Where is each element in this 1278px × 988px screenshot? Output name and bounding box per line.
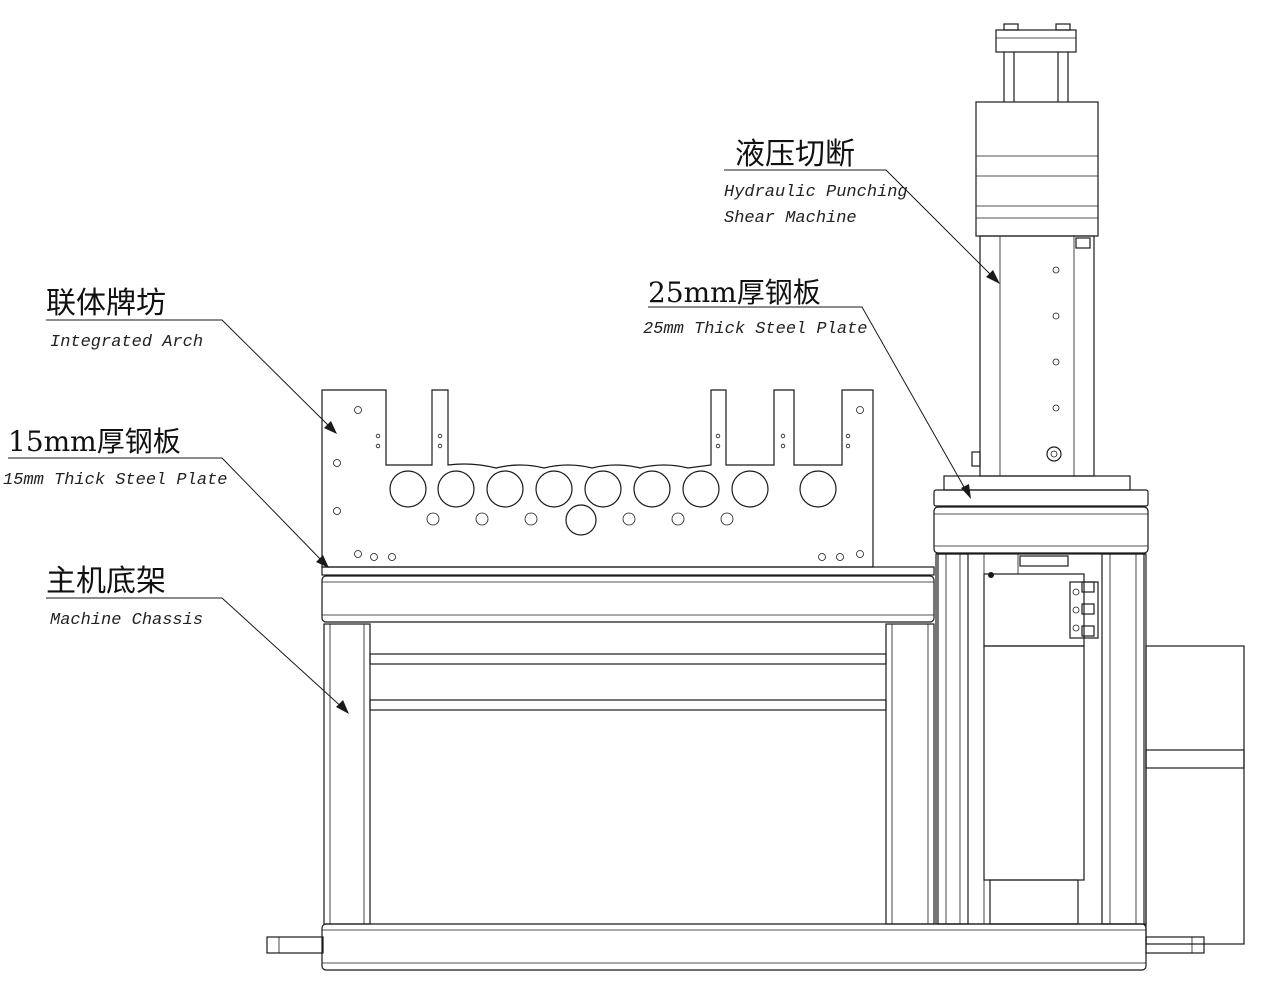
label-arch: 联体牌坊 Integrated Arch — [46, 286, 203, 352]
arch-small-hole — [354, 406, 362, 414]
label-chassis-en: Machine Chassis — [50, 611, 203, 630]
arch-large-hole — [731, 470, 769, 508]
label-hydraulic-en1: Hydraulic Punching — [724, 183, 908, 202]
arch-small-hole — [856, 550, 864, 558]
arch-small-hole — [780, 433, 786, 439]
label-plate15: 15mm厚钢板 15mm Thick Steel Plate — [3, 425, 227, 490]
integrated-arch — [321, 389, 874, 568]
arch-small-hole — [370, 553, 378, 561]
machine-chassis — [266, 575, 1205, 971]
label-hydraulic-cn: 液压切断 — [735, 137, 855, 172]
label-chassis-cn: 主机底架 — [46, 564, 166, 599]
arch-large-hole — [682, 470, 720, 508]
arch-small-hole — [856, 406, 864, 414]
arch-small-hole — [333, 459, 341, 467]
leader-plate25 — [648, 306, 971, 499]
arch-small-hole — [622, 512, 636, 526]
arch-small-hole — [780, 443, 786, 449]
arch-large-hole — [437, 470, 475, 508]
steel-plate-15mm — [321, 566, 935, 576]
arch-small-hole — [437, 443, 443, 449]
arch-small-hole — [836, 553, 844, 561]
arch-small-hole — [426, 512, 440, 526]
label-hydraulic: 液压切断 Hydraulic Punching Shear Machine — [724, 137, 908, 228]
arch-small-hole — [845, 443, 851, 449]
arch-small-hole — [388, 553, 396, 561]
label-plate15-cn: 15mm厚钢板 — [8, 425, 181, 458]
label-arch-cn: 联体牌坊 — [46, 286, 166, 321]
arch-small-hole — [375, 443, 381, 449]
arch-large-hole — [565, 504, 597, 536]
label-plate15-en: 15mm Thick Steel Plate — [3, 471, 227, 490]
label-chassis: 主机底架 Machine Chassis — [46, 564, 203, 630]
arch-large-hole — [535, 470, 573, 508]
leader-hydraulic — [724, 169, 1000, 284]
hydraulic-station — [933, 23, 1245, 945]
arch-small-hole — [475, 512, 489, 526]
label-plate25-cn: 25mm厚钢板 — [648, 276, 821, 309]
arch-small-hole — [720, 512, 734, 526]
arch-small-hole — [715, 443, 721, 449]
label-plate25-en: 25mm Thick Steel Plate — [643, 320, 867, 339]
leader-chassis — [46, 597, 349, 714]
arch-small-hole — [437, 433, 443, 439]
label-plate25: 25mm厚钢板 25mm Thick Steel Plate — [643, 276, 867, 339]
arch-small-hole — [715, 433, 721, 439]
arch-small-hole — [524, 512, 538, 526]
arch-small-hole — [671, 512, 685, 526]
label-arch-en: Integrated Arch — [50, 333, 203, 352]
arch-large-hole — [486, 470, 524, 508]
arch-large-hole — [799, 470, 837, 508]
arch-small-hole — [375, 433, 381, 439]
arch-small-hole — [845, 433, 851, 439]
arch-small-hole — [333, 507, 341, 515]
arch-large-hole — [633, 470, 671, 508]
arch-large-hole — [584, 470, 622, 508]
leader-arch — [46, 319, 337, 434]
arch-large-hole — [389, 470, 427, 508]
label-hydraulic-en2: Shear Machine — [724, 209, 857, 228]
arch-small-hole — [818, 553, 826, 561]
arch-small-hole — [354, 550, 362, 558]
